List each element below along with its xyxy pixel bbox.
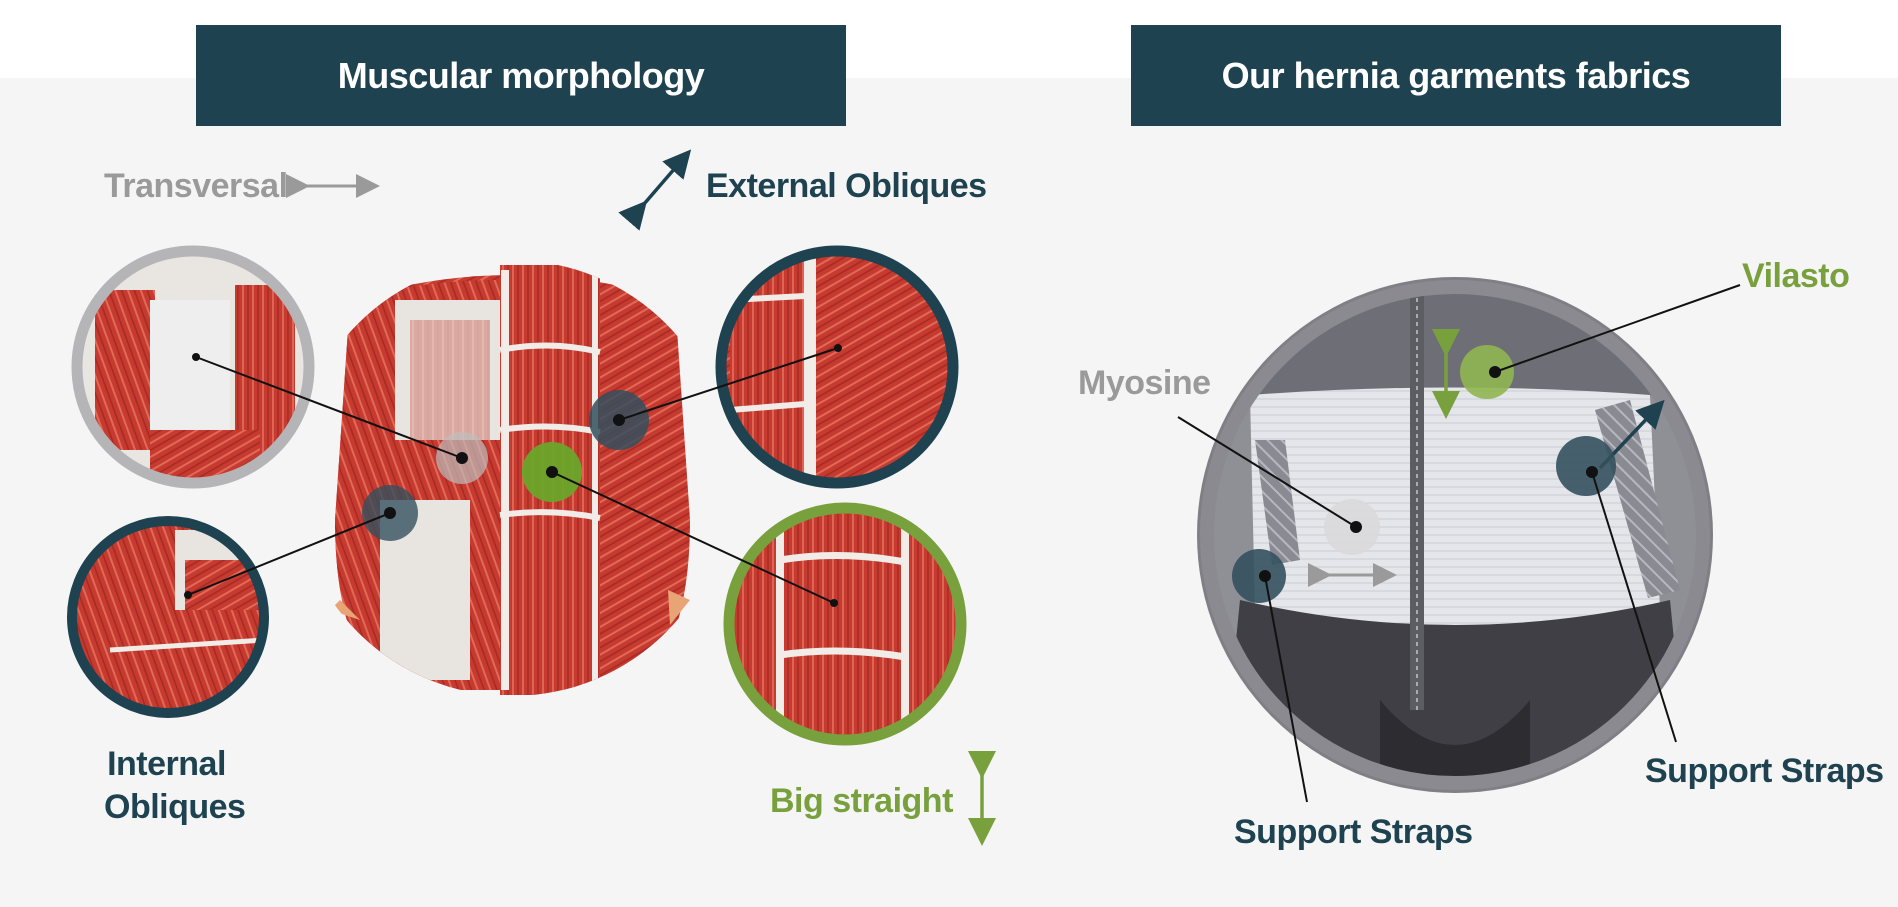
support-straps-bottom-label: Support Straps (1234, 813, 1473, 851)
internal-obliques-leader (187, 512, 391, 596)
transversal-leader (195, 356, 463, 459)
support-straps-right-label: Support Straps (1645, 752, 1884, 790)
vilasto-label: Vilasto (1742, 257, 1850, 295)
myosine-leader (1177, 416, 1357, 528)
internal-obliques-label: Internal Obliques (104, 743, 246, 828)
garment-fabrics-header: Our hernia garments fabrics (1131, 25, 1781, 126)
external-obliques-leader (618, 347, 839, 421)
internal-obliques-label-line1: Internal (107, 745, 226, 783)
myosine-label: Myosine (1078, 364, 1211, 402)
external-obliques-zoom-circle (715, 245, 959, 489)
abdominal-muscles-illustration (294, 260, 730, 696)
muscular-morphology-header: Muscular morphology (196, 25, 846, 126)
external-obliques-label: External Obliques (706, 167, 987, 205)
big-straight-label: Big straight (770, 782, 953, 820)
support-strap-right-leader (1591, 471, 1677, 743)
hernia-garment-illustration (1197, 277, 1713, 793)
vilasto-marker (1460, 345, 1514, 399)
external-obliques-arrow (618, 149, 692, 231)
transversal-label: Transversal (104, 167, 288, 205)
muscular-morphology-title: Muscular morphology (337, 54, 705, 96)
support-strap-bottom-leader (1264, 575, 1308, 803)
transversal-zoom-circle (71, 245, 315, 489)
big-straight-leader (551, 471, 835, 604)
internal-obliques-zoom-circle (67, 516, 269, 718)
big-straight-zoom-circle (723, 502, 967, 746)
support-strap-right-marker (1556, 436, 1616, 496)
internal-obliques-label-line2: Obliques (104, 787, 246, 826)
garment-fabrics-title: Our hernia garments fabrics (1221, 54, 1691, 96)
vilasto-leader (1494, 284, 1741, 373)
